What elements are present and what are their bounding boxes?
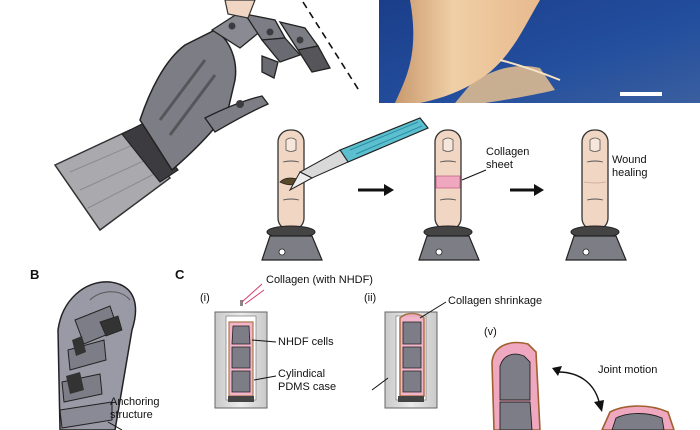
scale-bar (620, 92, 662, 96)
label-anchoring-structure: Anchoring structure (110, 396, 160, 421)
label-pdms-case: Cylindical PDMS case (278, 368, 337, 393)
label-collagen-sheet: Collagen sheet (486, 146, 530, 171)
step-label-ii: (ii) (364, 292, 377, 304)
panel-label-b: B (30, 267, 40, 282)
panel-label-c: C (175, 267, 185, 282)
zoom-dashed-line (302, 1, 361, 93)
label-wound-healing: Wound healing (612, 154, 648, 179)
stage-v-joint (491, 341, 675, 430)
step-label-i: (i) (200, 292, 210, 304)
label-collagen-shrinkage: Collagen shrinkage (448, 295, 543, 307)
label-collagen-nhdf: Collagen (with NHDF) (266, 274, 373, 286)
finger-wounded (261, 129, 323, 261)
robotic-hand (53, 0, 331, 232)
scalpel (288, 117, 429, 192)
finger-healed (565, 129, 627, 261)
photo-inset (379, 0, 700, 103)
step-label-v: (v) (484, 326, 497, 338)
finger-collagen (418, 129, 487, 261)
label-nhdf-cells: NHDF cells (278, 336, 334, 348)
label-joint-motion: Joint motion (598, 364, 658, 376)
stage-i-mold (214, 283, 277, 409)
robot-finger-b (57, 281, 137, 430)
stage-ii-mold (371, 301, 447, 409)
